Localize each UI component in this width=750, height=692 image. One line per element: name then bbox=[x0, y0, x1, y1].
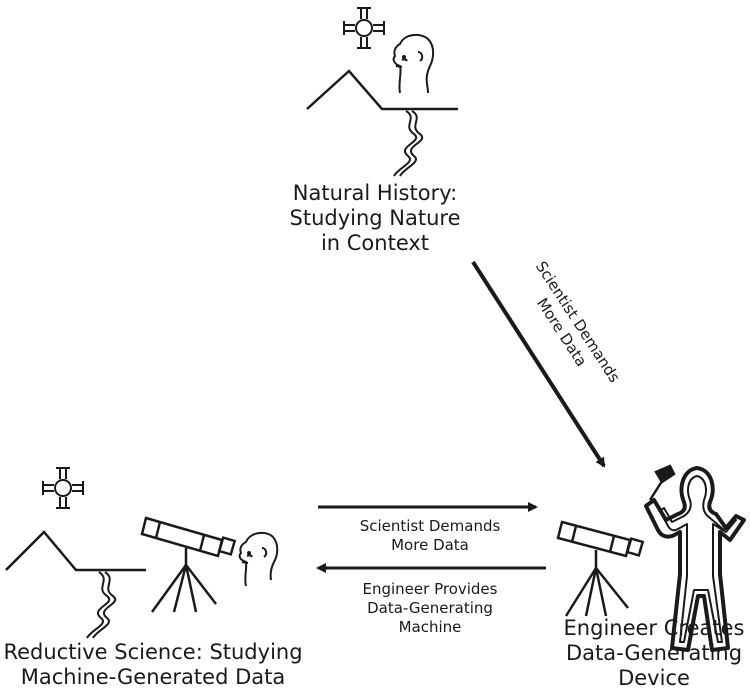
node-label-top: Natural History: Studying Nature in Cont… bbox=[260, 181, 490, 256]
arrow-top-to-right bbox=[471, 260, 606, 468]
edge-label-right-to-left-line-3: Machine bbox=[398, 618, 462, 636]
edge-label-right-to-left-line-1: Engineer Provides bbox=[362, 580, 498, 598]
top-human-head-icon bbox=[392, 33, 435, 94]
edge-label-left-to-right: Scientist Demands More Data bbox=[330, 517, 530, 555]
node-label-left-line-1: Reductive Science: Studying bbox=[3, 640, 303, 664]
node-label-left: Reductive Science: Studying Machine-Gene… bbox=[0, 640, 306, 690]
edge-label-right-to-left-line-2: Data-Generating bbox=[367, 599, 493, 617]
node-label-top-line-3: in Context bbox=[320, 231, 430, 255]
node-label-top-line-2: Studying Nature bbox=[289, 206, 461, 230]
right-telescope-icon bbox=[556, 520, 645, 617]
edge-label-left-to-right-line-1: Scientist Demands bbox=[359, 517, 501, 535]
left-telescope-icon bbox=[140, 516, 237, 613]
node-label-right: Engineer Creates Data-Generating Device bbox=[560, 616, 748, 691]
left-river-icon bbox=[86, 571, 117, 639]
node-label-right-line-3: Device bbox=[618, 666, 690, 690]
node-label-right-line-2: Data-Generating bbox=[565, 641, 743, 665]
top-zia-sun-icon bbox=[343, 7, 385, 49]
edge-label-right-to-left: Engineer Provides Data-Generating Machin… bbox=[330, 580, 530, 637]
left-zia-sun-icon bbox=[42, 467, 84, 509]
left-human-head-icon bbox=[238, 531, 279, 587]
edge-label-left-to-right-line-2: More Data bbox=[391, 536, 469, 554]
node-label-left-line-2: Machine-Generated Data bbox=[20, 665, 286, 689]
right-engineer-figure-icon bbox=[644, 466, 746, 652]
left-mountain-icon bbox=[5, 530, 146, 572]
top-river-icon bbox=[393, 110, 424, 177]
top-mountain-icon bbox=[306, 69, 458, 111]
node-label-right-line-1: Engineer Creates bbox=[563, 616, 745, 640]
right-hammer-icon bbox=[648, 464, 676, 501]
node-label-top-line-1: Natural History: bbox=[292, 181, 458, 205]
